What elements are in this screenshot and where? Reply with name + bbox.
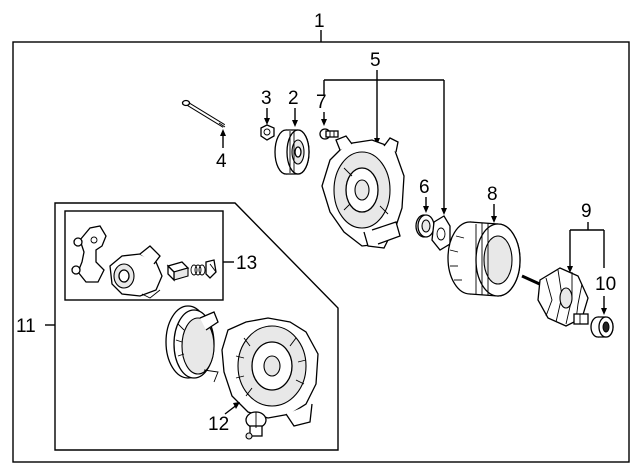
- brush-holder-box: [64, 210, 224, 301]
- callout-10: 10: [595, 274, 616, 295]
- regulator-bracket-icon: [71, 225, 107, 283]
- rectifier-plate-icon: [165, 305, 219, 383]
- callout-9: 9: [581, 201, 592, 222]
- callout-1: 1: [314, 11, 325, 32]
- through-bolt-icon: [181, 99, 226, 128]
- rotor-icon: [521, 267, 589, 327]
- rear-housing-icon: [221, 317, 319, 427]
- callout-5: 5: [370, 50, 381, 71]
- stator-icon: [447, 221, 521, 297]
- callout-3: 3: [261, 88, 272, 109]
- callout-11: 11: [16, 316, 36, 337]
- brush-holder-icon: [109, 245, 163, 299]
- callout-7: 7: [316, 92, 327, 113]
- callout-6: 6: [419, 177, 430, 198]
- pulley-icon: [274, 129, 310, 175]
- callout-13: 13: [236, 253, 257, 274]
- brush-spring-icon: [190, 264, 206, 276]
- callout-2: 2: [288, 88, 299, 109]
- nut-icon: [260, 124, 275, 141]
- callout-8: 8: [487, 184, 498, 205]
- brush-icon: [166, 261, 190, 282]
- retainer-plate-icon: [431, 215, 451, 251]
- bearing-icon: [415, 214, 435, 238]
- rear-bearing-icon: [590, 316, 614, 338]
- drive-end-housing-icon: [321, 135, 405, 249]
- brush-cap-icon: [205, 259, 217, 279]
- terminal-connector-icon: [245, 411, 267, 440]
- subassembly-frame: [54, 202, 339, 451]
- callout-4: 4: [216, 151, 227, 172]
- bolt-icon: [319, 128, 339, 140]
- callout-12: 12: [208, 414, 229, 435]
